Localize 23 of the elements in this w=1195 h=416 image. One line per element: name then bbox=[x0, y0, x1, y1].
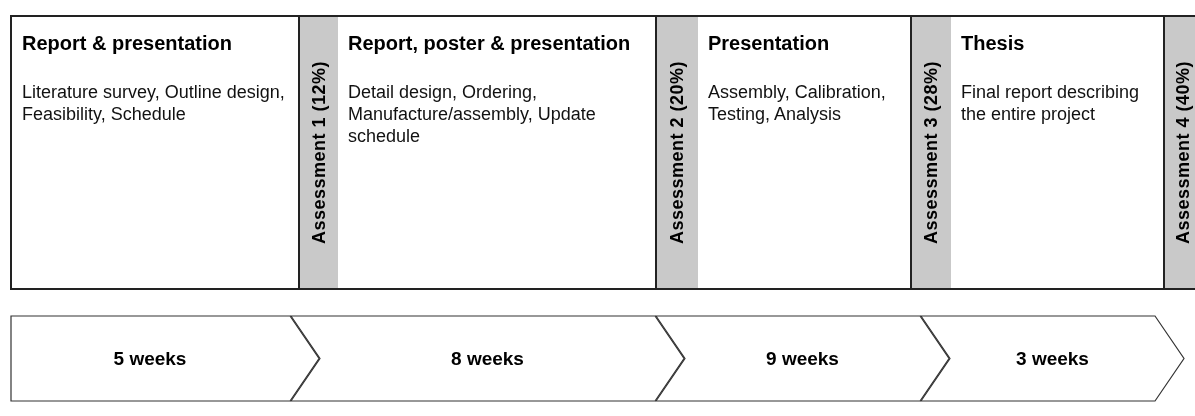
phase-panel bbox=[10, 15, 300, 290]
phase-heading: Report & presentation bbox=[22, 31, 234, 55]
assessment-band bbox=[910, 15, 953, 290]
task-list: Assembly, Calibration, Testing, Analysis bbox=[708, 81, 902, 125]
phase-heading: Thesis bbox=[961, 31, 1026, 55]
duration-label: 3 weeks bbox=[1016, 347, 1089, 370]
phase-panel bbox=[698, 15, 912, 290]
duration-label: 5 weeks bbox=[113, 347, 187, 370]
phase-panel bbox=[338, 15, 657, 290]
assessment-label: Assessment 1 (12%) bbox=[308, 60, 330, 245]
phase-heading: Presentation bbox=[708, 31, 831, 55]
duration-label: 8 weeks bbox=[451, 347, 524, 370]
phase-heading: Report, poster & presentation bbox=[348, 31, 632, 55]
assessment-band bbox=[655, 15, 700, 290]
assessment-label: Assessment 2 (20%) bbox=[667, 60, 688, 245]
assessment-band bbox=[1163, 15, 1195, 290]
task-list: Detail design, Ordering, Manufacture/assembly, Update schedule bbox=[348, 81, 647, 147]
assessment-label: Assessment 3 (28%) bbox=[921, 60, 942, 245]
task-list: Literature survey, Outline design, Feasibility, Schedule bbox=[22, 81, 290, 125]
assessment-label: Assessment 4 (40%) bbox=[1172, 60, 1194, 245]
task-list: Final report describing the entire project bbox=[961, 81, 1155, 125]
phase-panel bbox=[951, 15, 1165, 290]
assessment-band bbox=[298, 15, 340, 290]
